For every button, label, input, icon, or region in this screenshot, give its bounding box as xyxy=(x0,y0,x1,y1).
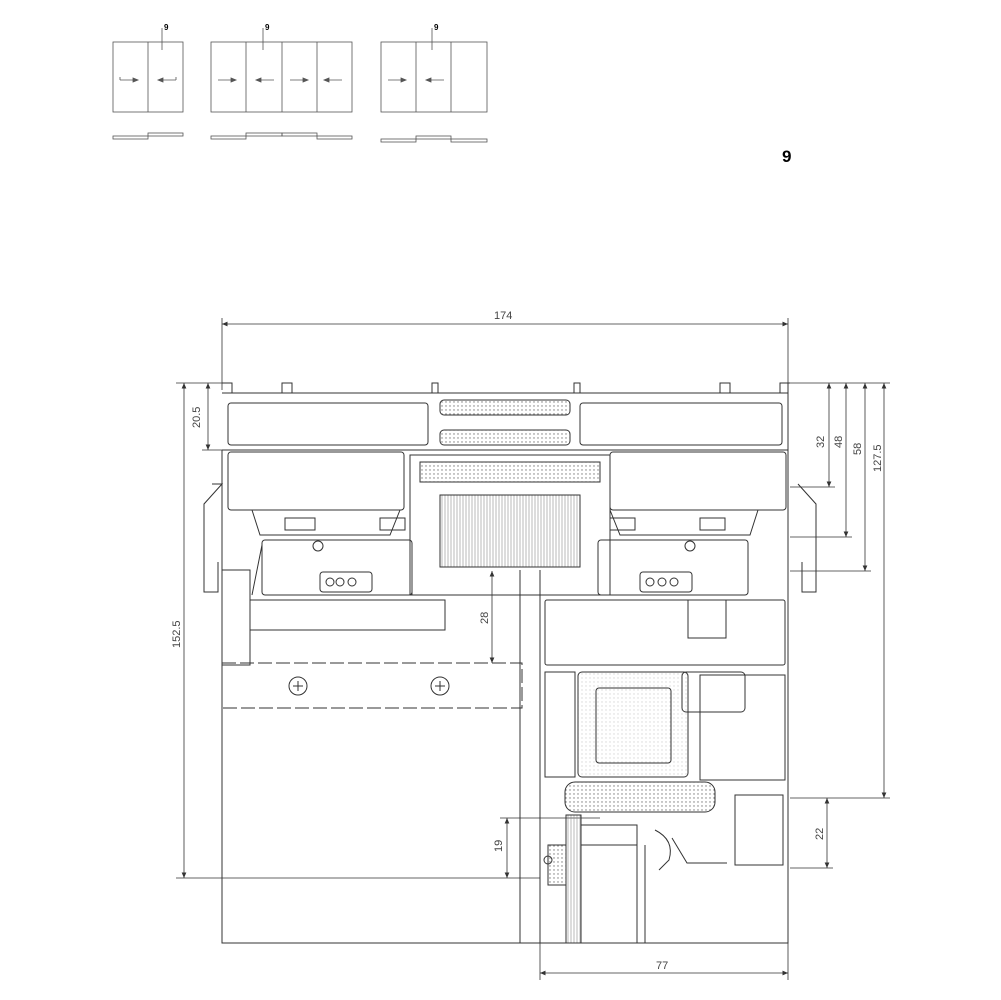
dim-top-band: 20.5 xyxy=(191,407,203,428)
dim-glass-19: 19 xyxy=(493,840,505,852)
dim-gap-28: 28 xyxy=(479,612,491,624)
thumbnail-marker-3: 9 xyxy=(434,23,439,32)
thumbnail-marker-2: 9 xyxy=(265,23,270,32)
dim-sill-22: 22 xyxy=(814,828,826,840)
frame-profile xyxy=(203,382,817,944)
dim-total-height: 152.5 xyxy=(171,620,183,648)
dim-frame-32: 32 xyxy=(815,436,827,448)
dimension-lines xyxy=(176,318,890,980)
dim-frame-48: 48 xyxy=(833,436,845,448)
thumbnail-three-panel xyxy=(380,28,488,143)
thumbnail-marker-1: 9 xyxy=(164,23,169,32)
dim-frame-127-5: 127.5 xyxy=(872,444,884,472)
dim-sash-width: 77 xyxy=(656,960,668,972)
thumbnail-two-panel xyxy=(112,28,184,140)
dim-frame-58: 58 xyxy=(852,443,864,455)
dim-overall-width: 174 xyxy=(494,310,512,322)
thumbnail-four-panel xyxy=(210,28,353,140)
section-label: 9 xyxy=(782,147,791,166)
